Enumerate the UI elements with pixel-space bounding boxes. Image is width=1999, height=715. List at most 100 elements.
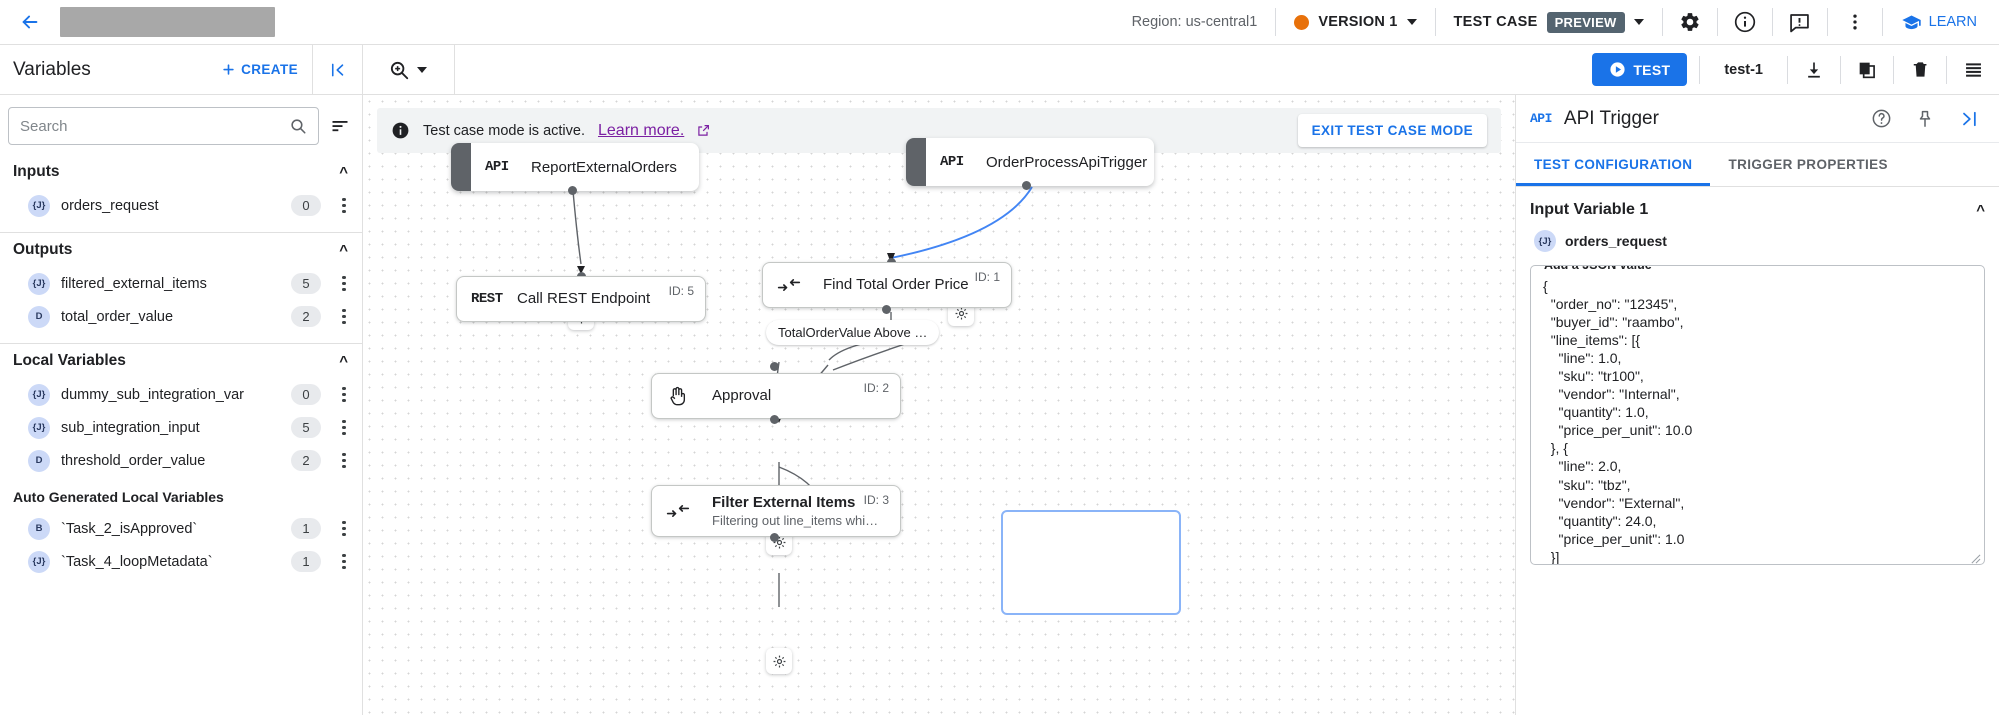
learn-button[interactable]: LEARN [1883, 12, 1999, 33]
chevron-up-icon[interactable]: ^ [339, 352, 348, 370]
node-output-port[interactable] [770, 415, 779, 424]
download-button[interactable] [1788, 45, 1840, 95]
edge-condition-label[interactable]: TotalOrderValue Above … [766, 320, 940, 345]
sort-button[interactable] [328, 116, 352, 136]
node-details-panel: API API Trigger TEST CONFIGURATION TRIGG… [1515, 95, 1999, 715]
variable-count: 5 [291, 417, 321, 438]
section-header-local-variables[interactable]: Local Variables ^ [0, 344, 362, 378]
version-status-dot [1294, 14, 1310, 30]
variable-count: 0 [291, 195, 321, 216]
variable-type-badge: B [28, 517, 50, 540]
variable-row[interactable]: D threshold_order_value 2 [0, 444, 362, 477]
more-options-button[interactable] [1828, 0, 1882, 45]
pin-icon[interactable] [1909, 109, 1941, 129]
create-variable-button[interactable]: CREATE [221, 62, 312, 77]
tab-trigger-properties[interactable]: TRIGGER PROPERTIES [1728, 157, 1888, 172]
chevron-up-icon[interactable]: ^ [339, 241, 348, 259]
search-icon [291, 119, 306, 134]
variable-menu-button[interactable] [332, 308, 352, 325]
panel-tabs: TEST CONFIGURATION TRIGGER PROPERTIES [1516, 143, 1999, 187]
json-field-label: Add a JSON value * [1540, 266, 1665, 272]
sidebar-scrollbar[interactable] [357, 95, 361, 715]
test-case-name[interactable]: test-1 [1724, 61, 1763, 78]
exit-test-case-mode-button[interactable]: EXIT TEST CASE MODE [1297, 114, 1487, 147]
tab-test-configuration[interactable]: TEST CONFIGURATION [1516, 143, 1710, 186]
collapse-sidebar-button[interactable] [312, 44, 362, 95]
selected-node-placeholder[interactable] [1001, 510, 1181, 615]
section-title: Inputs [13, 163, 60, 180]
variable-type-badge: {J} [28, 194, 50, 217]
node-call-rest-endpoint[interactable]: REST Call REST Endpoint ID: 5 [456, 276, 706, 322]
node-output-port[interactable] [1022, 181, 1031, 190]
section-header-inputs[interactable]: Inputs ^ [0, 155, 362, 189]
divider [1840, 55, 1841, 84]
node-report-external-orders[interactable]: API ReportExternalOrders [451, 143, 699, 191]
json-value-text[interactable]: { "order_no": "12345", "buyer_id": "raam… [1543, 278, 1693, 565]
test-case-selector[interactable]: TEST CASE PREVIEW [1436, 0, 1662, 45]
section-title: Outputs [13, 241, 73, 258]
node-output-port[interactable] [882, 305, 891, 314]
info-button[interactable] [1718, 0, 1772, 45]
back-button[interactable] [0, 11, 60, 33]
input-variable-section-header[interactable]: Input Variable 1 ^ [1530, 187, 1985, 227]
list-view-button[interactable] [1947, 45, 1999, 95]
variable-row[interactable]: {J} dummy_sub_integration_var 0 [0, 378, 362, 411]
divider [1661, 8, 1663, 36]
variables-panel-title: Variables [13, 58, 91, 80]
variable-row[interactable]: D total_order_value 2 [0, 300, 362, 333]
variable-menu-button[interactable] [332, 553, 352, 570]
edge-gear-icon[interactable] [766, 648, 792, 674]
node-title: Approval [712, 387, 772, 404]
node-output-port[interactable] [770, 533, 779, 542]
variable-menu-button[interactable] [332, 197, 352, 214]
banner-text: Test case mode is active. [423, 122, 585, 139]
node-find-total-order-price[interactable]: Find Total Order Price ID: 1 [762, 262, 1012, 308]
resize-handle[interactable] [1970, 551, 1981, 564]
variable-type-badge: {J} [28, 416, 50, 439]
variable-row[interactable]: {J} orders_request 0 [0, 189, 362, 222]
node-order-process-api-trigger[interactable]: API OrderProcessApiTrigger [906, 138, 1154, 186]
json-value-field[interactable]: Add a JSON value * { "order_no": "12345"… [1530, 265, 1985, 565]
section-title: Local Variables [13, 352, 126, 369]
variable-name: orders_request [61, 197, 159, 214]
workflow-canvas[interactable]: Test case mode is active. Learn more. EX… [363, 95, 1515, 715]
zoom-control[interactable] [363, 44, 455, 95]
chevron-up-icon[interactable]: ^ [339, 163, 348, 181]
plus-icon [223, 64, 234, 75]
node-approval[interactable]: Approval ID: 2 [651, 373, 901, 419]
search-input[interactable] [20, 117, 289, 135]
node-id: ID: 2 [863, 381, 889, 395]
variable-row[interactable]: B `Task_2_isApproved` 1 [0, 512, 362, 545]
node-output-port[interactable] [568, 186, 577, 195]
variable-row[interactable]: {J} sub_integration_input 5 [0, 411, 362, 444]
variable-type-badge: {J} [28, 272, 50, 295]
expand-right-icon[interactable] [1953, 109, 1985, 129]
variable-menu-button[interactable] [332, 419, 352, 436]
variable-name: dummy_sub_integration_var [61, 386, 244, 403]
node-input-port[interactable] [770, 362, 779, 371]
chevron-up-icon[interactable]: ^ [1976, 201, 1985, 219]
api-icon: API [1530, 111, 1552, 126]
create-label: CREATE [241, 62, 298, 77]
variable-menu-button[interactable] [332, 452, 352, 469]
variable-name: sub_integration_input [61, 419, 200, 436]
variable-name: `Task_2_isApproved` [61, 520, 198, 537]
variable-menu-button[interactable] [332, 386, 352, 403]
learn-more-link[interactable]: Learn more. [598, 121, 685, 139]
variable-row[interactable]: {J} filtered_external_items 5 [0, 267, 362, 300]
delete-button[interactable] [1894, 45, 1946, 95]
main-body: Inputs ^ {J} orders_request 0 Outputs ^ … [0, 95, 1999, 715]
version-selector[interactable]: VERSION 1 [1276, 0, 1434, 45]
section-header-outputs[interactable]: Outputs ^ [0, 233, 362, 267]
duplicate-button[interactable] [1841, 45, 1893, 95]
variable-row[interactable]: {J} `Task_4_loopMetadata` 1 [0, 545, 362, 578]
run-test-button[interactable]: TEST [1592, 53, 1688, 86]
search-field[interactable] [8, 107, 319, 145]
help-icon[interactable] [1865, 108, 1897, 129]
variable-menu-button[interactable] [332, 520, 352, 537]
feedback-button[interactable] [1773, 0, 1827, 45]
variable-menu-button[interactable] [332, 275, 352, 292]
node-filter-external-items[interactable]: Filter External Items Filtering out line… [651, 485, 901, 537]
settings-button[interactable] [1663, 0, 1717, 45]
